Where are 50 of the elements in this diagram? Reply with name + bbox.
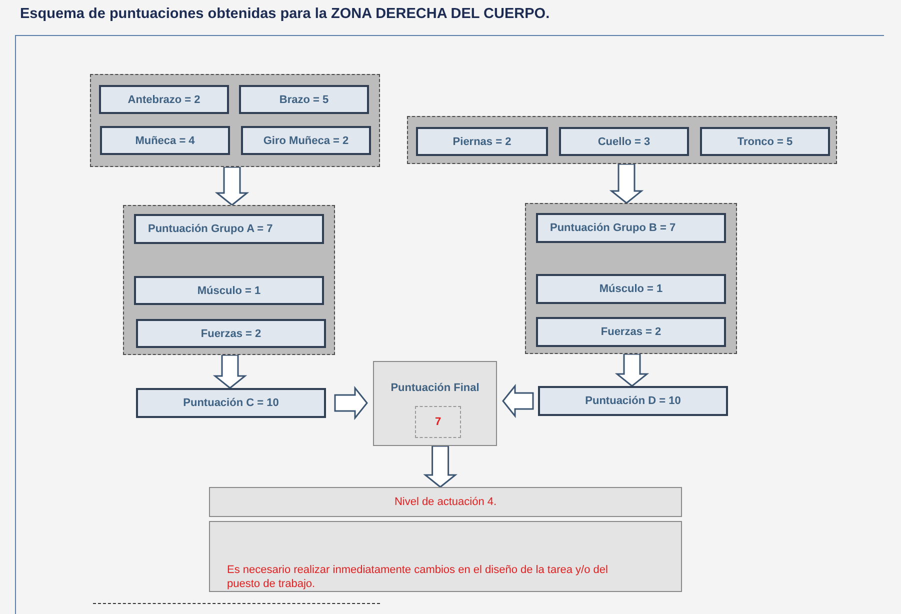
final-score-box — [373, 361, 497, 446]
score-box — [536, 274, 726, 304]
group-panel — [90, 74, 380, 167]
score-label: Antebrazo = 2 — [128, 94, 200, 106]
score-label: Brazo = 5 — [279, 94, 329, 106]
score-label: Fuerzas = 2 — [200, 328, 262, 340]
score-box — [241, 126, 371, 155]
block-arrow — [212, 354, 248, 389]
score-label: Puntuación C = 10 — [183, 397, 279, 409]
score-label: 7 — [434, 416, 442, 428]
score-box — [99, 85, 229, 114]
score-label: Piernas = 2 — [452, 136, 512, 148]
score-box — [536, 213, 726, 243]
score-label: Puntuación Grupo A = 7 — [148, 223, 273, 235]
score-box — [416, 127, 548, 156]
score-box — [559, 127, 689, 156]
score-label: Músculo = 1 — [197, 284, 261, 296]
action-level-text: Nivel de actuación 4. — [394, 496, 497, 508]
score-label: Puntuación Final — [390, 382, 480, 394]
block-arrow — [614, 353, 650, 387]
score-box — [136, 388, 326, 418]
block-arrow — [502, 384, 534, 418]
score-box — [100, 126, 230, 155]
score-box — [239, 85, 369, 114]
score-label: Músculo = 1 — [599, 283, 663, 295]
block-arrow — [423, 445, 458, 488]
group-panel — [525, 203, 737, 354]
score-label: Muñeca = 4 — [135, 134, 195, 146]
block-arrow — [609, 163, 644, 204]
score-value-box — [415, 406, 461, 438]
score-label: Cuello = 3 — [598, 136, 650, 148]
score-box — [134, 276, 324, 305]
score-label: Fuerzas = 2 — [600, 326, 662, 338]
group-panel — [123, 205, 335, 355]
recommendation-text: Es necesario realizar inmediatamente cambios en el diseño de la tarea y/o del puesto de trabajo. — [227, 563, 609, 591]
score-box — [538, 386, 728, 416]
block-arrow — [334, 386, 368, 420]
diagram-title: Esquema de puntuaciones obtenidas para la ZONA DERECHA DEL CUERPO. — [20, 6, 550, 22]
group-panel — [407, 116, 837, 164]
recommendation-box — [209, 521, 682, 592]
block-arrow — [214, 166, 250, 206]
score-box — [134, 214, 324, 244]
score-box — [536, 317, 726, 347]
score-box — [136, 319, 326, 348]
score-label: Tronco = 5 — [737, 136, 793, 148]
action-level-box — [209, 487, 682, 517]
score-label: Giro Muñeca = 2 — [263, 134, 349, 146]
score-label: Puntuación Grupo B = 7 — [550, 222, 676, 234]
score-label: Puntuación D = 10 — [585, 395, 681, 407]
score-box — [700, 127, 830, 156]
